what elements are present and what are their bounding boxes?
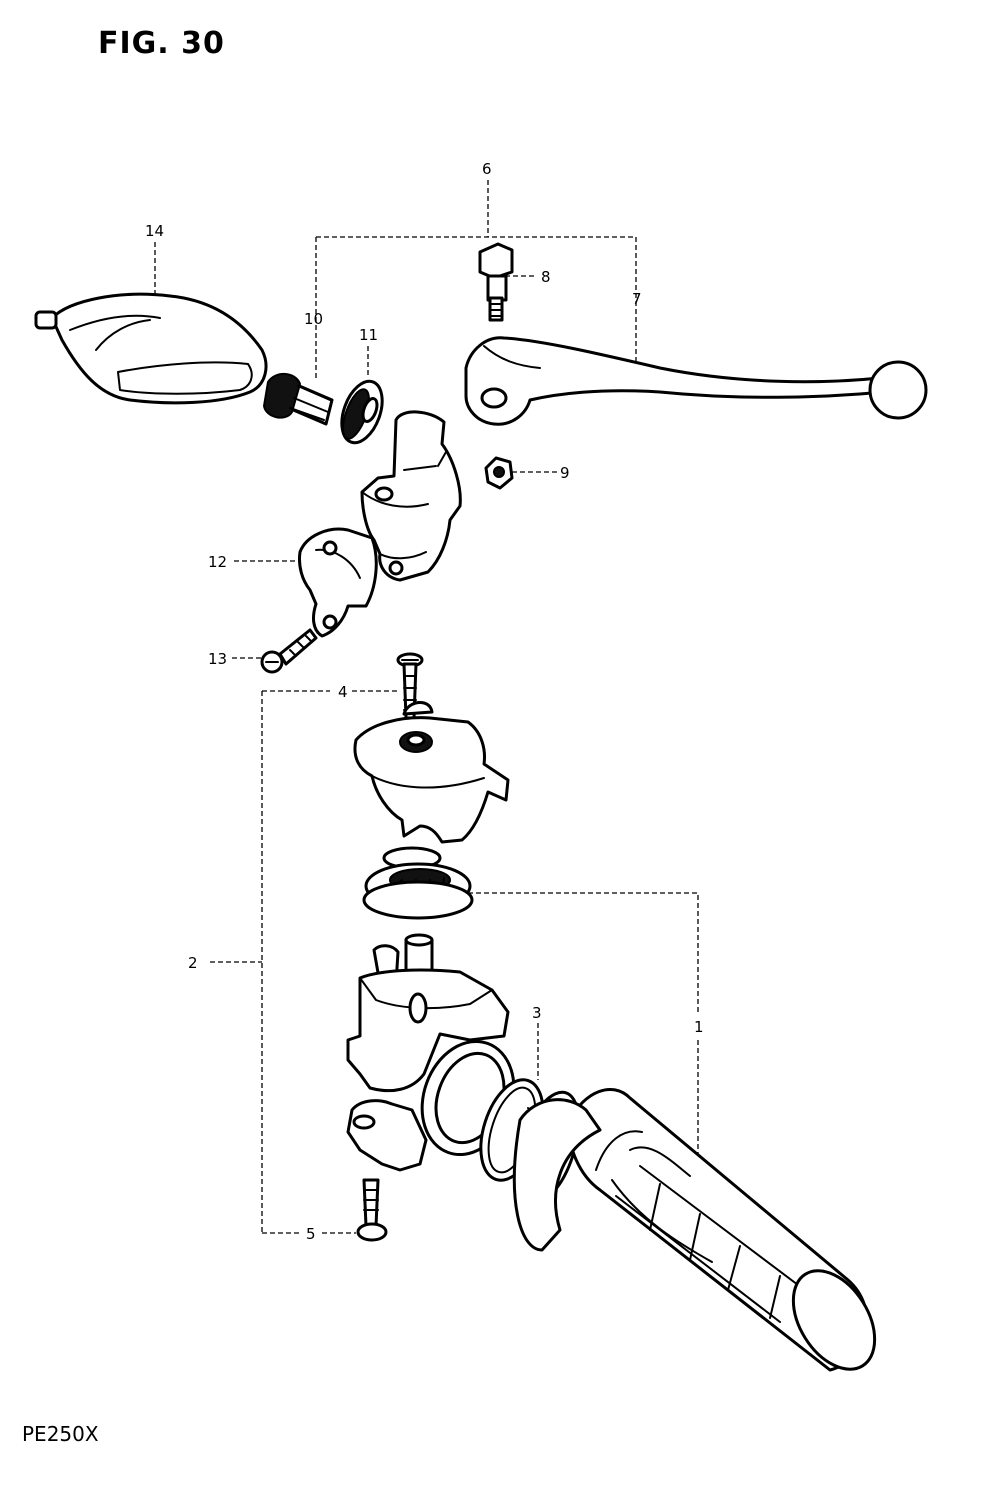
model-code: PE250X — [22, 1422, 99, 1446]
clutch-lever-7 — [464, 336, 928, 426]
locknut-11 — [340, 379, 384, 445]
switch-contact-disk — [362, 846, 474, 920]
callout-1: 1 — [694, 1018, 704, 1036]
callout-10: 10 — [304, 310, 323, 328]
callout-7: 7 — [632, 290, 642, 308]
adjuster-bolt-10 — [262, 373, 334, 426]
callout-3: 3 — [532, 1004, 542, 1022]
bracket-6 — [315, 180, 637, 380]
throttle-grip-1 — [512, 1088, 877, 1372]
callout-labels: 6 14 8 7 10 11 9 12 13 4 2 3 1 5 — [145, 160, 704, 1243]
figure-title: FIG. 30 — [98, 26, 225, 61]
bracket-2 — [210, 690, 330, 1234]
callout-6: 6 — [482, 160, 492, 178]
clamp-12 — [298, 527, 378, 638]
callout-8: 8 — [541, 268, 551, 286]
pivot-bolt-8 — [478, 242, 514, 322]
lever-holder — [360, 410, 462, 582]
screw-13 — [260, 628, 318, 674]
callout-5: 5 — [306, 1225, 316, 1243]
callout-11: 11 — [359, 326, 378, 344]
callout-12: 12 — [208, 553, 227, 571]
nut-9 — [484, 456, 514, 490]
screw-5 — [356, 1178, 388, 1242]
callout-13: 13 — [208, 650, 227, 668]
callout-9: 9 — [560, 464, 570, 482]
lever-cover-14 — [34, 292, 268, 405]
switch-housing-upper — [353, 701, 510, 844]
callout-4: 4 — [338, 683, 348, 701]
callout-2: 2 — [188, 954, 198, 972]
callout-14: 14 — [145, 222, 164, 240]
